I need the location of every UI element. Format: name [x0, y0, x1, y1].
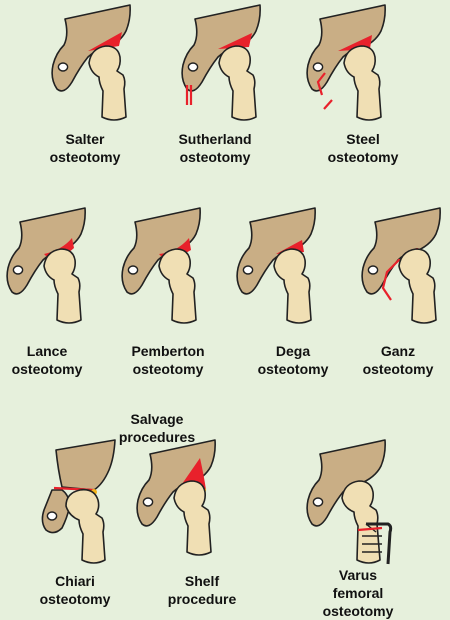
varus-cut [357, 526, 383, 532]
triple-cut-lines [316, 72, 333, 110]
osteotomy-wedge [218, 33, 252, 49]
dega-illustration [236, 207, 316, 324]
steel-illustration [306, 4, 386, 121]
ganz-illustration [361, 207, 441, 324]
sutherland-illustration [181, 4, 261, 121]
varus-illustration [306, 439, 393, 565]
chiari-illustration [41, 439, 116, 564]
blade-plate [366, 522, 393, 565]
shelf-illustration [136, 439, 216, 556]
salter-illustration [51, 4, 131, 121]
pubic-cut [185, 85, 193, 105]
pemberton-illustration [121, 207, 201, 324]
osteotomy-wedge [88, 32, 122, 51]
lance-illustration [6, 207, 86, 324]
